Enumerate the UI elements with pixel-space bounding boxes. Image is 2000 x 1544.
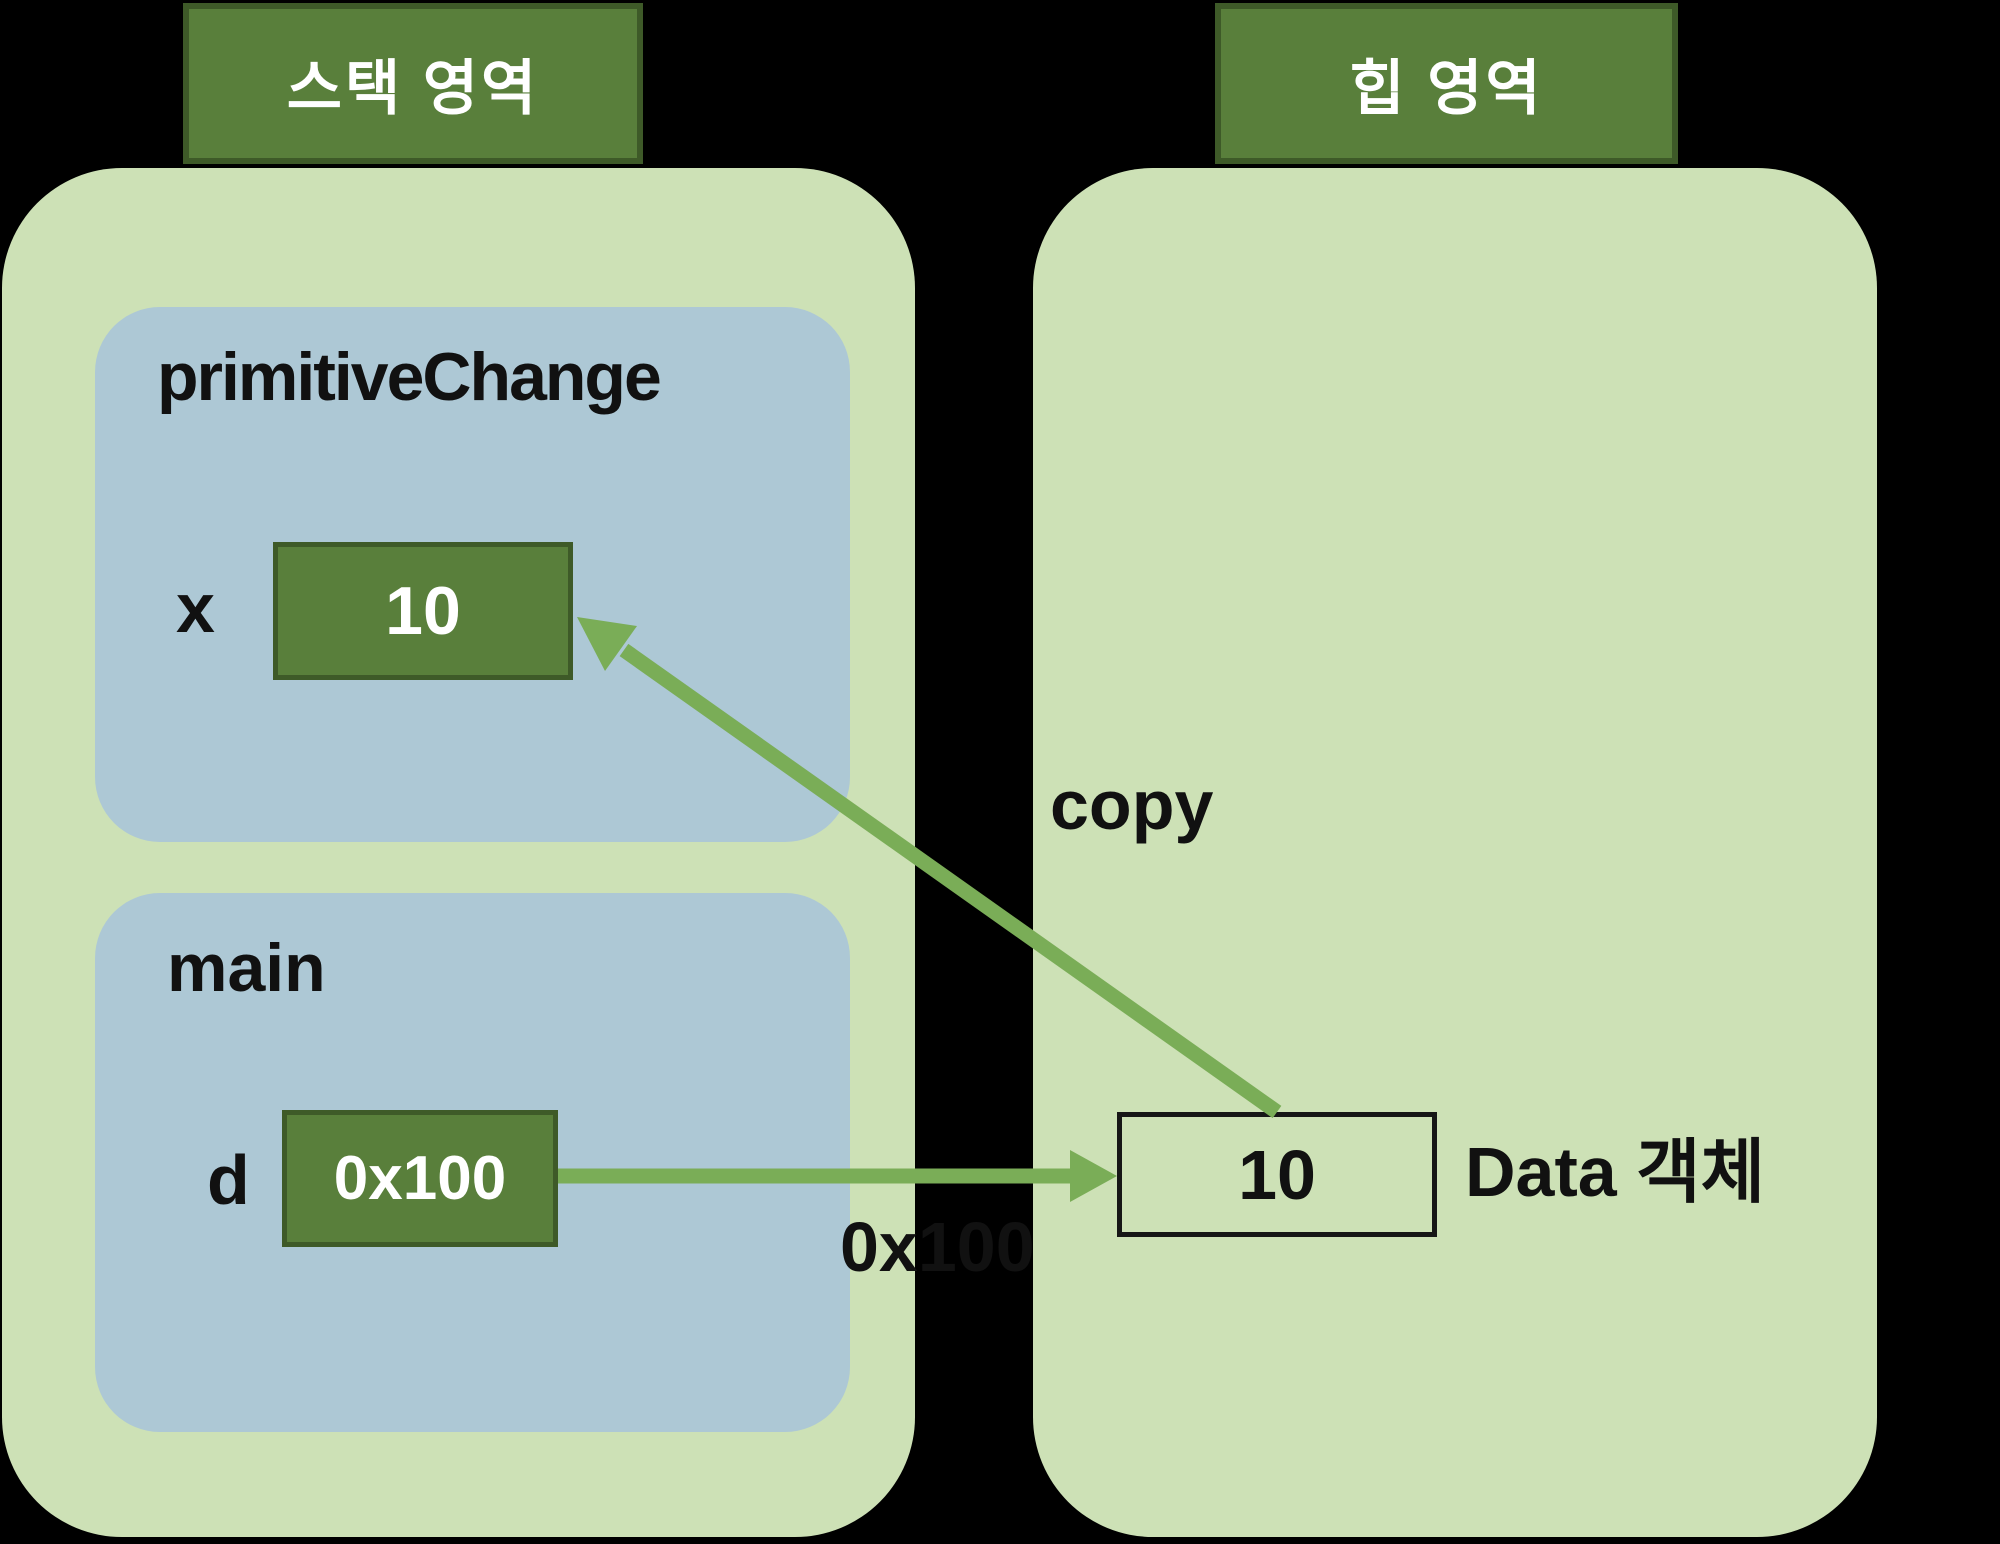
heap-region-header-label: 힙 영역 (1349, 55, 1544, 122)
heap-region-panel (1033, 168, 1877, 1537)
d-value-box: 0x100 (282, 1110, 558, 1247)
stack-region-header: 스택 영역 (183, 3, 643, 164)
heap-object-box: 10 (1117, 1112, 1437, 1237)
stack-region-header-label: 스택 영역 (286, 55, 540, 122)
heap-object-value: 10 (1238, 1135, 1316, 1214)
frame-title-main: main (167, 930, 326, 1006)
frame-title-primitiveChange: primitiveChange (157, 339, 662, 415)
reference-arrow-label: 0x100 (840, 1208, 1035, 1286)
variable-label-x: x (176, 569, 215, 647)
x-value-box: 10 (273, 542, 573, 680)
heap-region-header: 힙 영역 (1215, 3, 1678, 164)
x-value: 10 (385, 573, 461, 649)
d-value: 0x100 (333, 1144, 507, 1213)
variable-label-d: d (207, 1141, 250, 1219)
copy-arrow-label: copy (1050, 766, 1214, 844)
heap-object-label: Data 객체 (1465, 1133, 1765, 1211)
